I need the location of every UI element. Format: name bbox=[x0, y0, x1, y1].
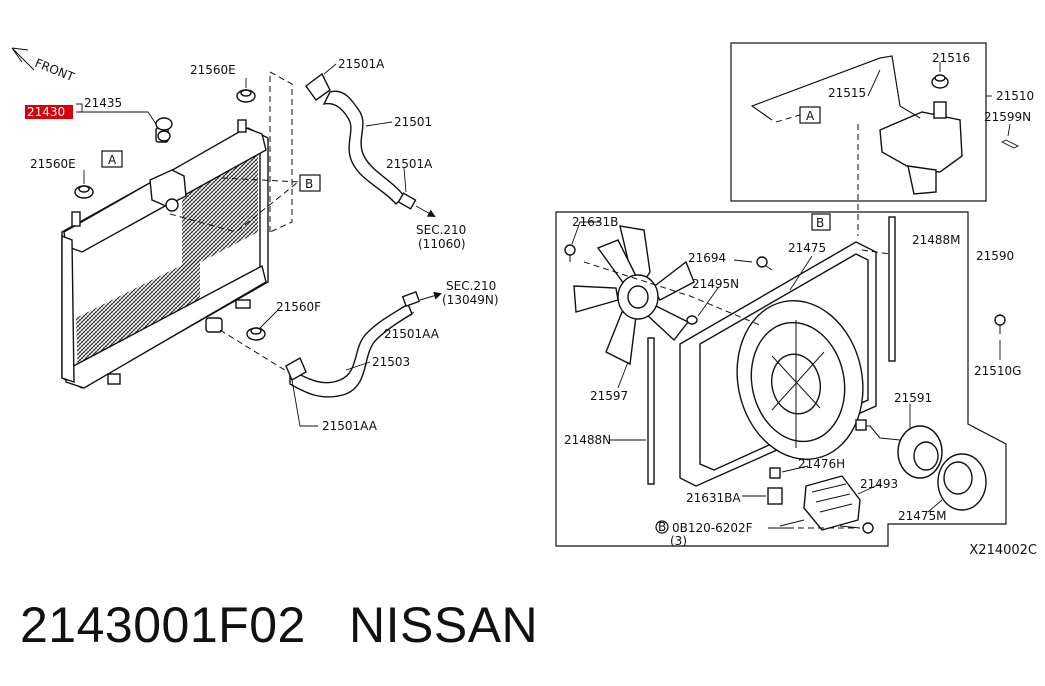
motor-cover-21475M bbox=[937, 453, 987, 511]
label-21493: 21493 bbox=[860, 477, 898, 491]
label-21515: 21515 bbox=[828, 86, 866, 100]
label-21516: 21516 bbox=[932, 51, 970, 65]
label-21475M: 21475M bbox=[898, 509, 947, 523]
label-21501A-top: 21501A bbox=[338, 57, 385, 71]
reservoir-tank-21510 bbox=[879, 101, 963, 195]
seal-21488M bbox=[888, 216, 896, 362]
diagram-code: X214002C bbox=[969, 543, 1037, 558]
reservoir-hose-21515 bbox=[750, 55, 921, 121]
label-21560E-top: 21560E bbox=[190, 63, 236, 77]
fan-resistor-21493 bbox=[779, 475, 861, 531]
grommet-21560E-left bbox=[74, 185, 94, 199]
clip-21476H bbox=[769, 467, 781, 479]
label-21488M: 21488M bbox=[912, 233, 961, 247]
part-caption: 2143001F02 NISSAN bbox=[20, 596, 538, 654]
grommet-21560F bbox=[246, 327, 266, 341]
grommet-21560E-top bbox=[236, 89, 256, 103]
label-0B120-6202F: 0B120-6202F bbox=[672, 521, 753, 535]
label-sec210-lower-code: (13049N) bbox=[442, 293, 499, 307]
label-21631B: 21631B bbox=[572, 215, 618, 229]
bolt-0B120 bbox=[862, 522, 874, 534]
view-ref-b-left bbox=[299, 174, 321, 192]
bolt-21631B bbox=[564, 244, 576, 262]
highlight-badge bbox=[25, 105, 73, 119]
reservoir-subassembly-box bbox=[730, 42, 987, 202]
label-21597: 21597 bbox=[590, 389, 628, 403]
fan-blade-21597 bbox=[573, 225, 695, 366]
radiator bbox=[61, 119, 269, 389]
seal-21488N bbox=[647, 337, 655, 485]
label-bolt-qty: (3) bbox=[670, 534, 687, 548]
bolt-callout: B 0B120-6202F (3) bbox=[655, 520, 753, 548]
leaders-reservoir bbox=[857, 62, 1011, 236]
view-ref-b-left-letter: B bbox=[305, 177, 313, 191]
label-sec210-upper: SEC.210 bbox=[416, 223, 466, 237]
bolt-ref-symbol: B bbox=[658, 520, 666, 534]
label-21694: 21694 bbox=[688, 251, 726, 265]
label-21503: 21503 bbox=[372, 355, 410, 369]
label-21435: 21435 bbox=[84, 96, 122, 110]
view-ref-b-right-letter: B bbox=[816, 216, 824, 230]
label-21590: 21590 bbox=[976, 249, 1014, 263]
label-21560E-left: 21560E bbox=[30, 157, 76, 171]
label-21475: 21475 bbox=[788, 241, 826, 255]
label-21510G: 21510G bbox=[974, 364, 1021, 378]
label-21488N: 21488N bbox=[564, 433, 611, 447]
bolt-21510G bbox=[994, 314, 1006, 334]
leaders-fan bbox=[571, 221, 1001, 529]
front-label: FRONT bbox=[33, 56, 77, 85]
fan-shroud-21590 bbox=[679, 241, 877, 487]
view-ref-a-left bbox=[101, 150, 123, 168]
view-ref-b-right bbox=[811, 213, 831, 231]
label-21501: 21501 bbox=[394, 115, 432, 129]
view-frame-left bbox=[269, 71, 293, 233]
brand-name: NISSAN bbox=[349, 597, 539, 653]
part-number: 2143001F02 bbox=[20, 597, 306, 653]
front-direction-arrow: FRONT bbox=[11, 47, 77, 85]
view-ref-a-left-letter: A bbox=[108, 153, 117, 167]
label-21501AA-mid: 21501AA bbox=[384, 327, 440, 341]
reservoir-cap-21516 bbox=[931, 74, 949, 89]
label-21495N: 21495N bbox=[692, 277, 739, 291]
clip-21495N bbox=[686, 315, 698, 325]
label-21501AA-low: 21501AA bbox=[322, 419, 378, 433]
leaders-left bbox=[76, 63, 415, 427]
label-21476H: 21476H bbox=[798, 457, 845, 471]
label-sec210-lower: SEC.210 bbox=[446, 279, 496, 293]
view-ref-a-right-letter: A bbox=[806, 109, 815, 123]
lower-hose-21503 bbox=[285, 291, 421, 398]
fan-motor-21591 bbox=[855, 419, 943, 479]
bolt-21694 bbox=[756, 256, 773, 271]
label-sec210-upper-code: (11060) bbox=[418, 237, 466, 251]
label-21599N: 21599N bbox=[984, 110, 1031, 124]
label-21591: 21591 bbox=[894, 391, 932, 405]
label-21501A-mid: 21501A bbox=[386, 157, 433, 171]
upper-hose-21501 bbox=[305, 72, 417, 210]
label-21631BA: 21631BA bbox=[686, 491, 741, 505]
fan-subassembly-frame bbox=[555, 211, 1007, 547]
label-21430: 21430 bbox=[27, 105, 65, 119]
connector-21631BA bbox=[767, 487, 783, 505]
label-21510: 21510 bbox=[996, 89, 1034, 103]
label-21560F: 21560F bbox=[276, 300, 321, 314]
highlighted-part-21430: 21430 bbox=[25, 105, 73, 119]
